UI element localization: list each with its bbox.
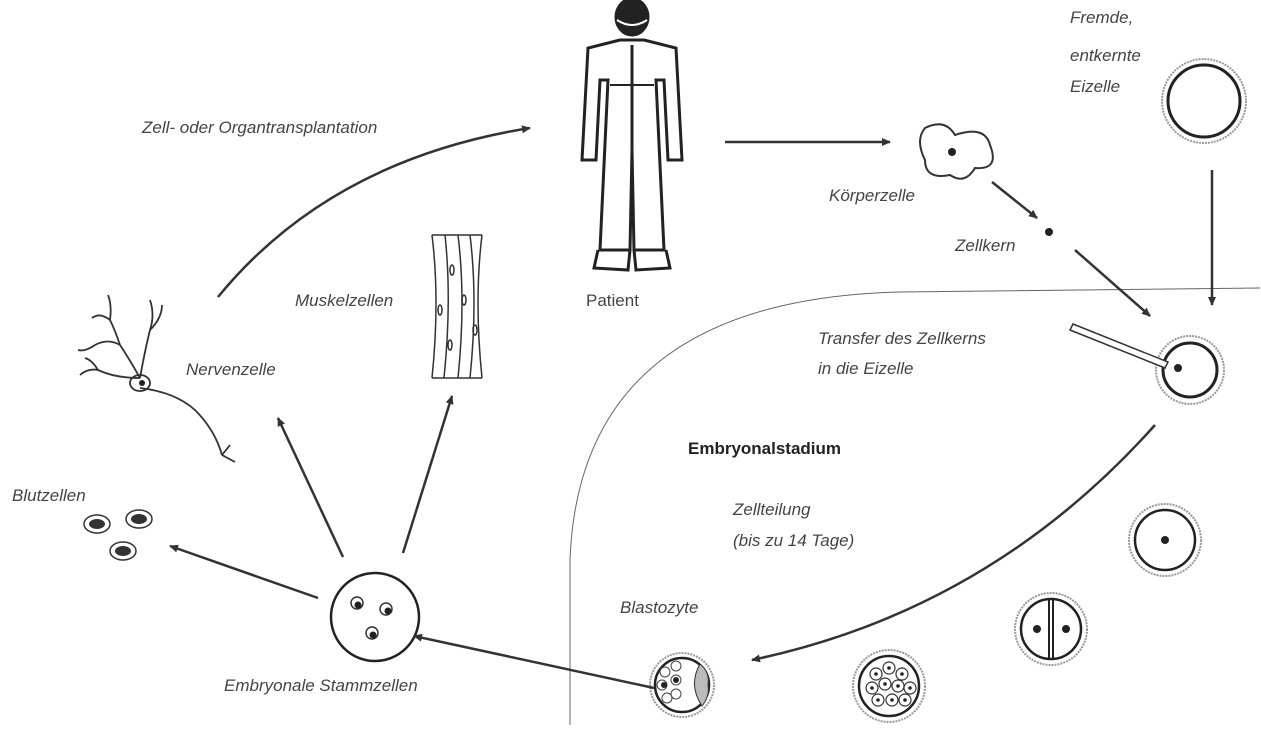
label-transfer-line1: Transfer des Zellkerns	[818, 329, 986, 348]
muscle-cells	[431, 234, 483, 379]
label-nerve-cell: Nervenzelle	[186, 360, 276, 379]
label-transfer-line2: in die Eizelle	[818, 359, 914, 378]
arrows	[169, 125, 1216, 690]
embryonal-region-boundary	[569, 287, 1261, 725]
arrow-stemcells-to-nerve	[276, 417, 345, 558]
nerve-cell	[77, 294, 236, 463]
blood-cells	[83, 509, 153, 561]
label-patient: Patient	[586, 291, 639, 310]
label-egg-line1: Fremde,	[1070, 8, 1134, 27]
arrow-body-cell-to-nucleus	[991, 181, 1038, 219]
label-division-line1: Zellteilung	[733, 500, 811, 519]
one-cell-stage	[1128, 503, 1202, 577]
two-cell-stage	[1014, 592, 1088, 666]
arrow-transplant	[217, 125, 531, 298]
arrow-division	[751, 424, 1156, 663]
arrow-nucleus-to-egg	[1074, 249, 1151, 317]
body-cell	[919, 123, 994, 180]
nerve-cell-nucleus	[139, 380, 145, 386]
label-division-line2: (bis zu 14 Tage)	[733, 531, 855, 550]
enucleated-egg-cell	[1161, 58, 1247, 144]
egg-with-nucleus	[1155, 335, 1225, 405]
label-egg-line2: entkernte	[1070, 46, 1141, 65]
embryonic-stem-cells	[329, 571, 421, 663]
patient-figure	[580, 0, 684, 272]
arrow-blastocyst-to-stemcells	[413, 633, 655, 690]
arrow-stemcells-to-muscle	[401, 395, 454, 554]
label-egg-line3: Eizelle	[1070, 77, 1121, 96]
label-transplantation: Zell- oder Organtransplantation	[142, 118, 378, 137]
nucleus-dot	[1045, 228, 1053, 236]
arrow-stemcells-to-blood	[169, 544, 319, 600]
label-body-cell: Körperzelle	[829, 186, 915, 205]
label-stem-cells: Embryonale Stammzellen	[224, 676, 418, 695]
label-nucleus: Zellkern	[955, 236, 1016, 255]
label-blastocyst: Blastozyte	[620, 598, 699, 617]
label-blood-cells: Blutzellen	[12, 486, 86, 505]
morula-stage	[852, 649, 926, 723]
pipette	[1068, 323, 1170, 369]
label-muscle-cells: Muskelzellen	[295, 291, 394, 310]
blastocyst	[649, 652, 715, 718]
label-embryonal-stage: Embryonalstadium	[688, 439, 842, 458]
